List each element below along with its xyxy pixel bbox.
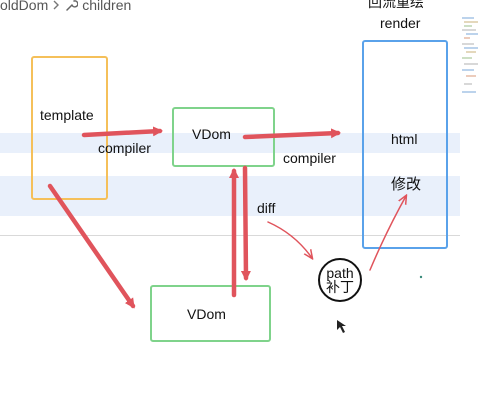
template-box: [31, 56, 108, 200]
mouse-cursor-icon: [337, 320, 346, 333]
vdom-bottom-label: VDom: [187, 306, 226, 322]
chevron-right-icon: [52, 0, 60, 11]
wrench-icon: [64, 0, 79, 12]
highlight-band: [0, 133, 460, 153]
diff-label: diff: [257, 200, 276, 216]
vdom-bottom-box: [150, 285, 271, 342]
breadcrumb-item-children[interactable]: children: [82, 0, 132, 13]
partial-heading: 回流重绘: [368, 0, 424, 10]
modify-label: 修改: [391, 176, 422, 193]
breadcrumb: oldDom children: [0, 0, 131, 14]
minimap[interactable]: [460, 14, 480, 100]
render-label: render: [380, 15, 421, 31]
arrow-diff-to-patch: [267, 221, 312, 258]
compiler-right-label: compiler: [283, 150, 336, 166]
html-label: html: [391, 131, 418, 147]
patch-line1: path: [326, 265, 354, 281]
template-label: template: [40, 107, 94, 123]
dot-marker: [419, 275, 423, 279]
patch-circle: path 补丁: [318, 258, 362, 302]
compiler-left-label: compiler: [98, 140, 151, 156]
divider-line: [0, 235, 460, 236]
patch-line2: 补丁: [326, 279, 354, 295]
vdom-top-label: VDom: [192, 126, 231, 142]
breadcrumb-item-olddom[interactable]: oldDom: [0, 0, 49, 13]
